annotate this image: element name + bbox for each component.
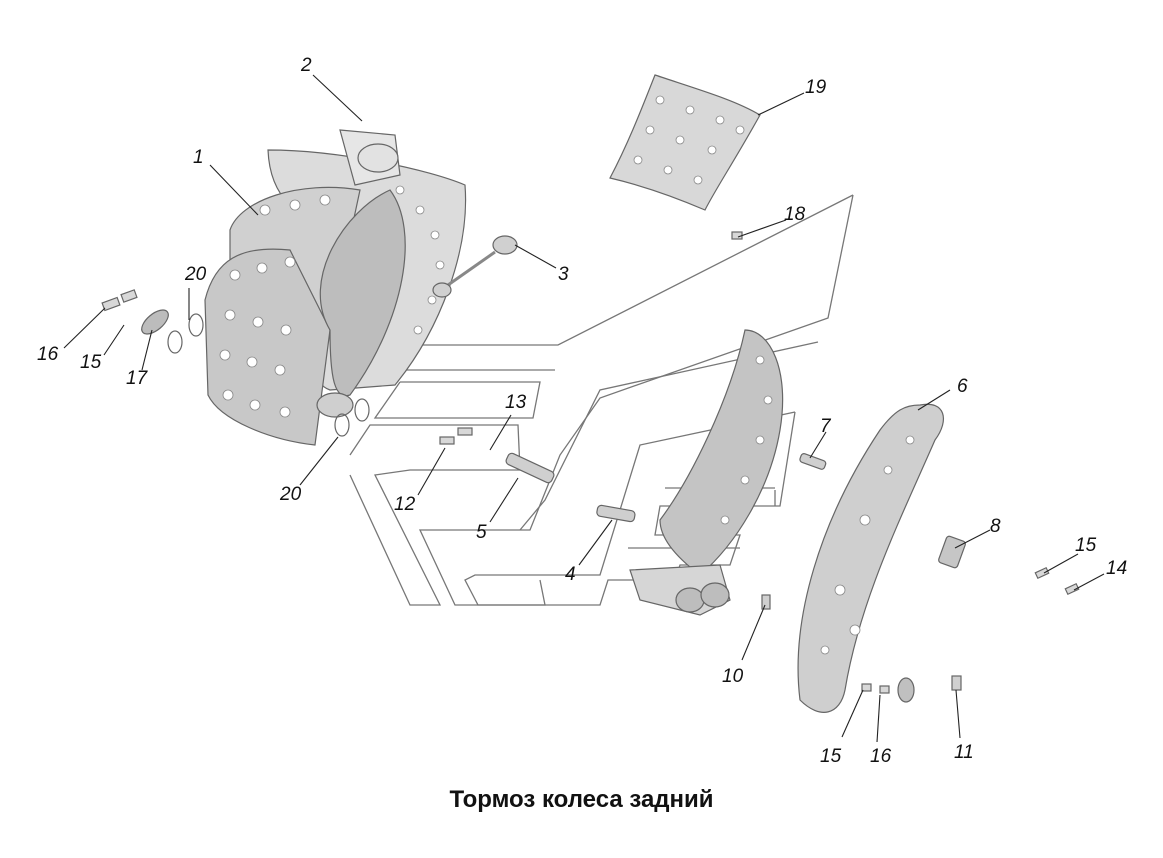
- callout-18: 18: [784, 204, 806, 225]
- callout-11: 11: [954, 742, 974, 763]
- callout-10: 10: [722, 666, 744, 687]
- callout-17: 17: [126, 368, 149, 389]
- callout-15-left: 15: [80, 352, 102, 373]
- callout-16-bottom: 16: [870, 746, 892, 767]
- leader-lines: [63, 74, 1105, 743]
- callout-15-bottom: 15: [820, 746, 842, 767]
- callout-14: 14: [1106, 558, 1127, 579]
- callout-12: 12: [394, 494, 416, 515]
- callout-13: 13: [505, 392, 527, 413]
- callout-3: 3: [558, 264, 569, 285]
- anchor-plate: [629, 329, 784, 616]
- callouts: 1 2 3 19 18 20 16 15 17 13 12 20 5 4 6 7…: [37, 55, 1127, 767]
- callout-8: 8: [990, 516, 1001, 537]
- dust-shield: [797, 403, 944, 713]
- callout-2: 2: [300, 55, 312, 76]
- brake-shoe-assembly: [204, 129, 467, 446]
- callout-6: 6: [957, 376, 968, 397]
- spring: [432, 235, 518, 298]
- page-title: Тормоз колеса задний: [449, 786, 714, 813]
- callout-1: 1: [193, 147, 204, 168]
- callout-20-upper: 20: [184, 264, 207, 285]
- callout-15-right: 15: [1075, 535, 1097, 556]
- callout-5: 5: [476, 522, 487, 543]
- callout-4: 4: [565, 564, 576, 585]
- callout-19: 19: [805, 77, 827, 98]
- callout-7: 7: [820, 416, 832, 437]
- small-parts: [101, 231, 1080, 703]
- callout-20-lower: 20: [279, 484, 302, 505]
- brake-lining: [609, 74, 761, 211]
- callout-16-left: 16: [37, 344, 59, 365]
